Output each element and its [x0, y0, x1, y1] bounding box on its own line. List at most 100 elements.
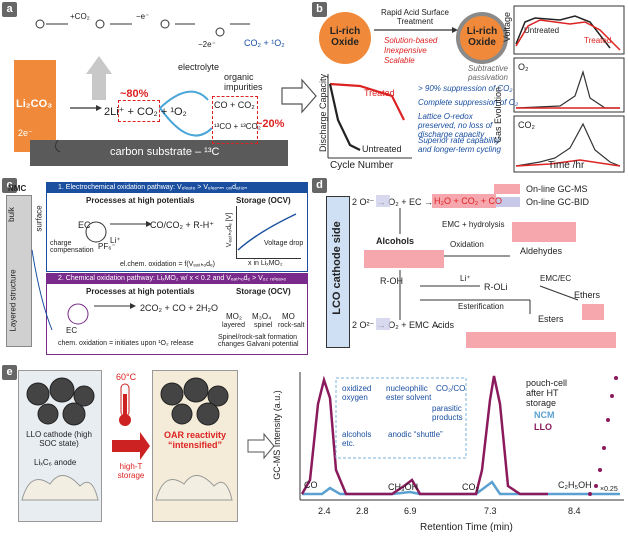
- alcohols-highlight: [364, 250, 444, 268]
- alcohols-label: Alcohols: [376, 236, 415, 246]
- shuttle-label: anodic “shuttle”: [388, 430, 443, 439]
- legend-ncm: NCM: [534, 410, 555, 420]
- legend-bid-swatch: [494, 197, 520, 207]
- peak-c2h5oh: C₂H₅OH: [558, 480, 592, 490]
- legend-llo: LLO: [534, 422, 552, 432]
- eq2-label: 2CO₂ + CO + 2H₂O: [140, 303, 219, 313]
- panel-label-b: b: [312, 2, 327, 17]
- anode-label: LiₓC₆ anode: [34, 458, 77, 467]
- products-label: H₂O + CO₂ + CO: [434, 196, 503, 206]
- peak-co: CO: [304, 480, 318, 490]
- alcohols-label-e: alcohols etc.: [342, 430, 372, 448]
- esterification-label: Esterification: [458, 302, 504, 311]
- o2b-bid-swatch: [376, 318, 390, 330]
- dc-xlabel: Cycle Number: [330, 160, 394, 171]
- untreated2-label: Untreated: [524, 26, 560, 35]
- pf6-label: PF₆⁻: [98, 242, 116, 251]
- check-1: > 90% suppression of CO₂: [418, 84, 513, 93]
- oxidized-label: oxidized oxygen: [342, 384, 372, 402]
- check-4: Superior rate capability and longer-term…: [418, 136, 502, 154]
- treated-label: Treated: [364, 88, 395, 98]
- panel-label-e: e: [2, 365, 17, 380]
- organic-label: organic impurities: [224, 72, 263, 92]
- ethers-highlight: [582, 304, 604, 320]
- pct20-label: ~20%: [256, 118, 285, 130]
- li-label-c: Li⁺: [110, 236, 121, 245]
- hightstorage-label: high-T storage: [117, 462, 145, 480]
- layered-storage: layered: [222, 322, 245, 329]
- e-ylabel: GC-MS Intensity (a.u.): [271, 390, 282, 480]
- bullet-2: Inexpensive: [384, 46, 427, 55]
- tick-5: 8.4: [568, 506, 581, 516]
- ocv-plot: [236, 206, 301, 259]
- roli-label: R-OLi: [484, 282, 508, 292]
- li-label-d: Li⁺: [460, 274, 471, 283]
- tick-4: 7.3: [484, 506, 497, 516]
- path2-text: 2. Chemical oxidation pathway: LiₓMO₂ w/…: [58, 275, 286, 282]
- aldehydes-highlight: [512, 222, 576, 242]
- panel-label-c: c: [2, 178, 17, 193]
- elchem-label: el.chem. oxidation = f(Vₑₐₜₕₒdₑ): [120, 261, 215, 268]
- parasitic-label: parasitic products: [432, 404, 463, 422]
- o2-label: O₂: [518, 62, 529, 72]
- hydrolysis-label: EMC + hydrolysis: [442, 220, 505, 229]
- bullet-3: Scalable: [384, 56, 415, 65]
- oxide-right-label: Li-rich Oxide: [466, 26, 498, 48]
- legend-ms-swatch: [494, 184, 520, 194]
- pouch-label: pouch-cell after HT storage: [526, 378, 568, 408]
- c13-label: ¹³CO + ¹³CO₂: [214, 122, 261, 131]
- panel-label-a: a: [2, 2, 17, 17]
- llo-label: LLO cathode (high SOC state): [26, 430, 92, 448]
- tick-1: 2.4: [318, 506, 331, 516]
- acids-label: Acids: [432, 320, 455, 330]
- products-highlight: [432, 194, 496, 208]
- legend-bid: On-line GC-BID: [526, 197, 590, 207]
- high-pot-1: Processes at high potentials: [86, 196, 195, 205]
- step-final-label: CO₂ + ¹O₂: [244, 38, 285, 48]
- ec-label-2: EC: [66, 326, 78, 335]
- untreated-label: Untreated: [362, 144, 402, 154]
- tick-2: 2.8: [356, 506, 369, 516]
- o2b-label: 2 O²⁻ → O₂ + EMC →: [352, 320, 441, 330]
- li2co3-label: Li₂CO₃: [16, 98, 53, 110]
- high-pot-2: Processes at high potentials: [86, 287, 195, 296]
- storage-1: Storage (OCV): [236, 196, 291, 205]
- oxide-left-label: Li-rich Oxide: [329, 26, 361, 48]
- path1-header: [46, 182, 308, 193]
- ec-label: EC: [78, 220, 91, 230]
- co-co2-label: CO + CO₂: [214, 100, 255, 110]
- emcec-label: EMC/EC: [540, 274, 572, 283]
- spinel-storage: spinel: [254, 322, 273, 329]
- electrolyte-label: electrolyte: [178, 62, 220, 72]
- temp-label: 60°C: [116, 372, 137, 382]
- peak-co2: CO₂: [462, 482, 479, 492]
- co2-label: CO₂: [518, 120, 535, 130]
- oxidation-label: Oxidation: [450, 240, 484, 249]
- scale-label: ×0.25: [600, 486, 618, 493]
- co2-box: [118, 100, 160, 122]
- pct80-label: ~80%: [120, 88, 149, 100]
- spinel-note: Spinel/rock-salt formation changes Galva…: [218, 334, 299, 348]
- treatment-title: Rapid Acid Surface Treatment: [380, 8, 450, 26]
- nucleo-label: nucleophilic ester solvent: [386, 384, 432, 402]
- treated2-label: Treated: [584, 36, 612, 45]
- mo-storage: MO: [282, 312, 295, 321]
- storage-2: Storage (OCV): [236, 287, 291, 296]
- products-box: [212, 96, 258, 144]
- panel-label-d: d: [312, 178, 327, 193]
- e-xlabel: Retention Time (min): [420, 522, 513, 533]
- chem-label: chem. oxidation = initiates upon ¹O₂ rel…: [58, 340, 194, 347]
- vdrop-label: Voltage drop: [264, 240, 304, 247]
- aldehydes-label: Aldehydes: [520, 246, 563, 256]
- esters-label: Esters: [538, 314, 564, 324]
- substrate-label: carbon substrate – ¹³C: [110, 146, 220, 158]
- mo2-storage: MO₂: [226, 312, 242, 321]
- check-3: Lattice O-redox preserved, no loss of di…: [418, 112, 493, 139]
- ethers-label: Ethers: [574, 290, 601, 300]
- path2-header: [46, 273, 308, 284]
- charge-comp-label: charge compensation: [50, 240, 94, 254]
